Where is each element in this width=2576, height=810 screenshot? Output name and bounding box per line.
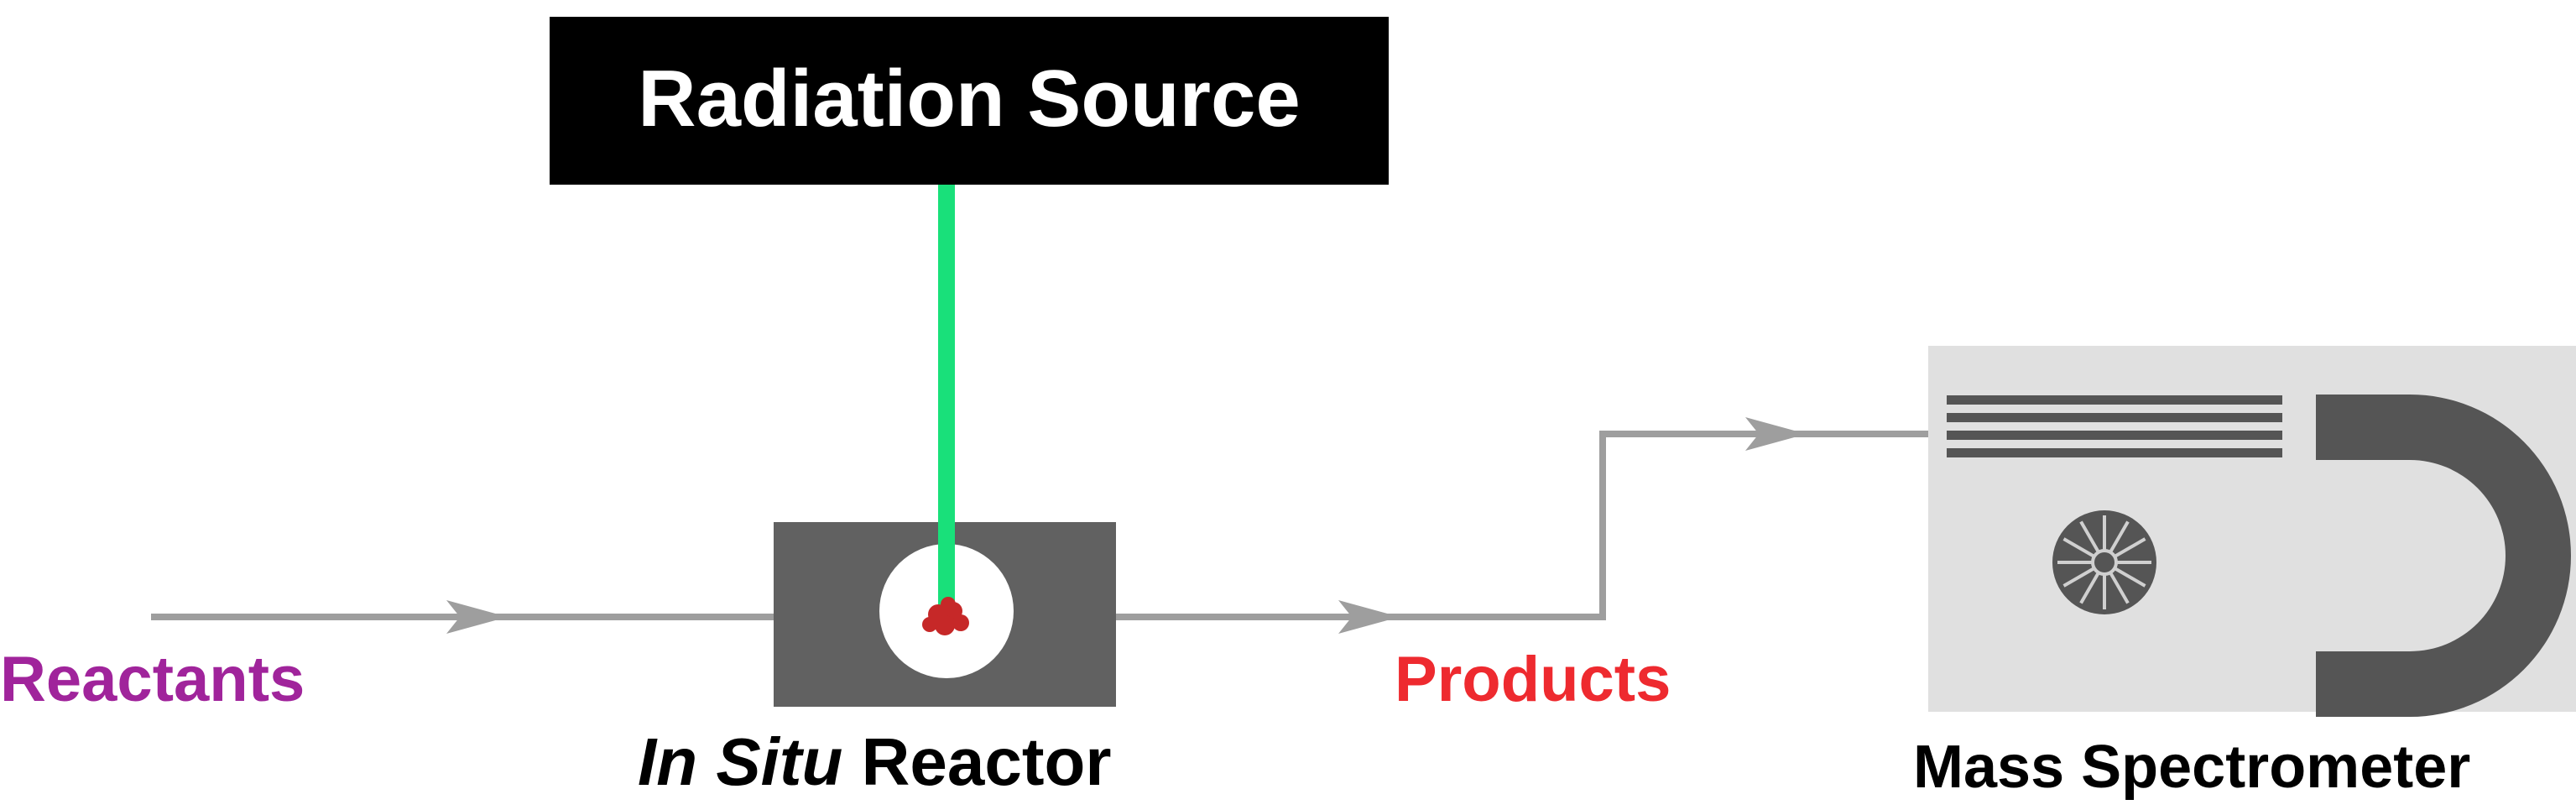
radiation-beam xyxy=(938,185,955,609)
mass-spectrometer-label: Mass Spectrometer xyxy=(1913,734,2471,801)
reactor-label: In Situ Reactor xyxy=(638,729,1112,796)
radiation-source-label: Radiation Source xyxy=(638,54,1301,144)
turbo-pump-icon xyxy=(2052,510,2156,614)
reactor-label-rest: Reactor xyxy=(842,724,1112,799)
reactor-label-italic: In Situ xyxy=(638,724,843,799)
magnetic-sector-icon xyxy=(2316,395,2571,717)
products-label: Products xyxy=(1395,644,1671,715)
pump-hub xyxy=(2091,549,2118,576)
sample-dot xyxy=(922,597,969,635)
reactants-label: Reactants xyxy=(0,644,305,715)
ms-inlet-arrowhead-icon xyxy=(1745,417,1807,451)
reactants-arrowhead-icon xyxy=(446,600,508,634)
products-arrowhead-icon xyxy=(1338,600,1400,634)
radiation-source-box xyxy=(550,17,1389,185)
ion-optics-plates xyxy=(1947,395,2282,457)
